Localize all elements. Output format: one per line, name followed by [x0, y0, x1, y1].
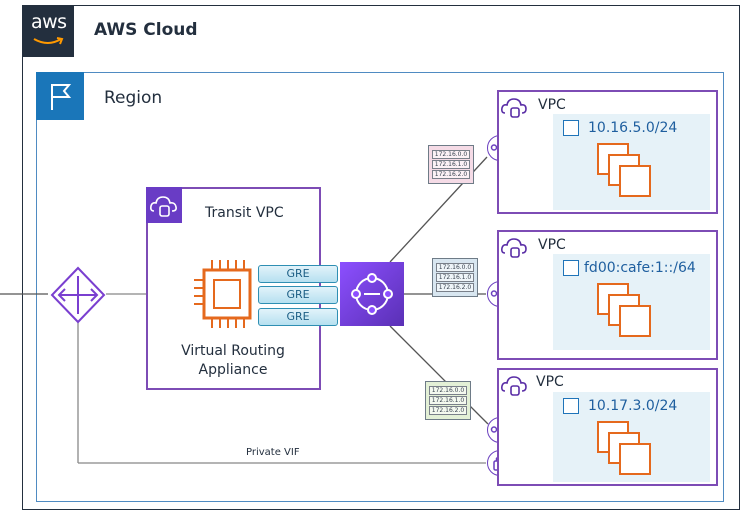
vpc-title: VPC [538, 237, 566, 253]
transit-vpc-title: Transit VPC [205, 205, 284, 221]
cloud-lock-icon [498, 231, 530, 263]
appliance-label-1: Virtual Routing [181, 343, 285, 359]
vpc-cidr: fd00:cafe:1::/64 [584, 260, 696, 276]
gre-tunnel: GRE [258, 308, 338, 326]
ec2-instances-icon [597, 283, 653, 339]
private-vif-label: Private VIF [246, 447, 300, 458]
ec2-instances-icon [597, 143, 653, 199]
vpc-cidr: 10.17.3.0/24 [588, 398, 678, 414]
aws-cloud-frame [22, 5, 740, 510]
lock-icon [563, 120, 579, 136]
cloud-lock-icon [498, 369, 530, 401]
appliance-label-2: Appliance [198, 362, 268, 378]
direct-connect-icon [50, 266, 106, 324]
chip-icon [192, 258, 262, 330]
flag-icon [36, 72, 84, 120]
aws-logo-icon: aws [22, 5, 74, 57]
lock-icon [563, 260, 579, 276]
ec2-instances-icon [597, 421, 653, 477]
gre-tunnel: GRE [258, 265, 338, 283]
transit-gateway-icon [340, 262, 404, 326]
lock-icon [563, 398, 579, 414]
vpc-cidr: 10.16.5.0/24 [588, 120, 678, 136]
cloud-title: AWS Cloud [94, 20, 198, 40]
cloud-lock-icon [498, 91, 530, 123]
vpc-title: VPC [536, 374, 564, 390]
region-title: Region [104, 88, 163, 108]
gre-tunnel: GRE [258, 286, 338, 304]
vpc-title: VPC [538, 97, 566, 113]
region-frame [36, 72, 724, 502]
cloud-lock-icon [146, 187, 182, 223]
